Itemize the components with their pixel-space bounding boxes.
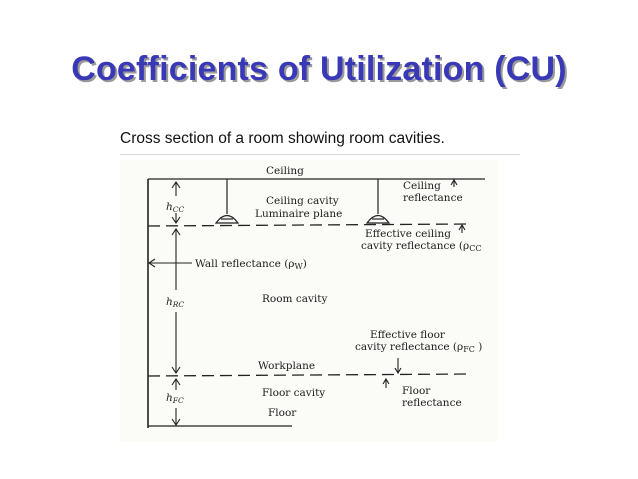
hfc-dimension-arrow [171,378,181,426]
luminaire-left [214,179,240,224]
floor-reflectance-arrow [382,377,390,388]
wall-reflectance-arrow [148,258,192,268]
workplane-line [147,373,473,377]
effective-floor-label-2: cavity reflectance (ρFC ) [355,341,482,354]
wall-reflectance-label: Wall reflectance (ρW) [195,258,307,271]
ceiling-cavity-label: Ceiling cavity [266,195,339,207]
ceiling-label: Ceiling [266,165,304,177]
effective-ceiling-label-2: cavity reflectance (ρCC [361,240,481,253]
effective-floor-label-1: Effective floor [370,329,446,341]
figure-background [120,160,498,442]
luminaire-plane-label: Luminaire plane [255,208,342,220]
room-cavity-label: Room cavity [262,293,327,305]
ceiling-reflectance-label-1: Ceiling [403,180,441,192]
floor-cavity-label: Floor cavity [262,387,325,399]
hrc-label: hRC [166,296,184,309]
effective-ceiling-arrow [458,223,466,233]
diagram-caption: Cross section of a room showing room cav… [120,130,445,147]
slide-title: Coefficients of Utilization (CU) [71,50,567,88]
workplane-label: Workplane [258,360,315,372]
hfc-label: hFC [166,392,184,405]
floor-label: Floor [268,407,297,419]
effective-ceiling-label-1: Effective ceiling [365,228,451,240]
ceiling-reflectance-arrow [450,178,458,187]
ceiling-reflectance-label-2: reflectance [403,192,463,204]
effective-floor-arrow [394,358,402,375]
floor-reflectance-label-2: reflectance [402,397,462,409]
hcc-label: hCC [166,201,185,214]
hrc-dimension-arrow [171,228,181,374]
caption-underline [120,154,520,155]
floor-reflectance-label-1: Floor [402,385,431,397]
hcc-dimension-arrow [171,181,181,224]
luminaire-right [365,179,391,224]
